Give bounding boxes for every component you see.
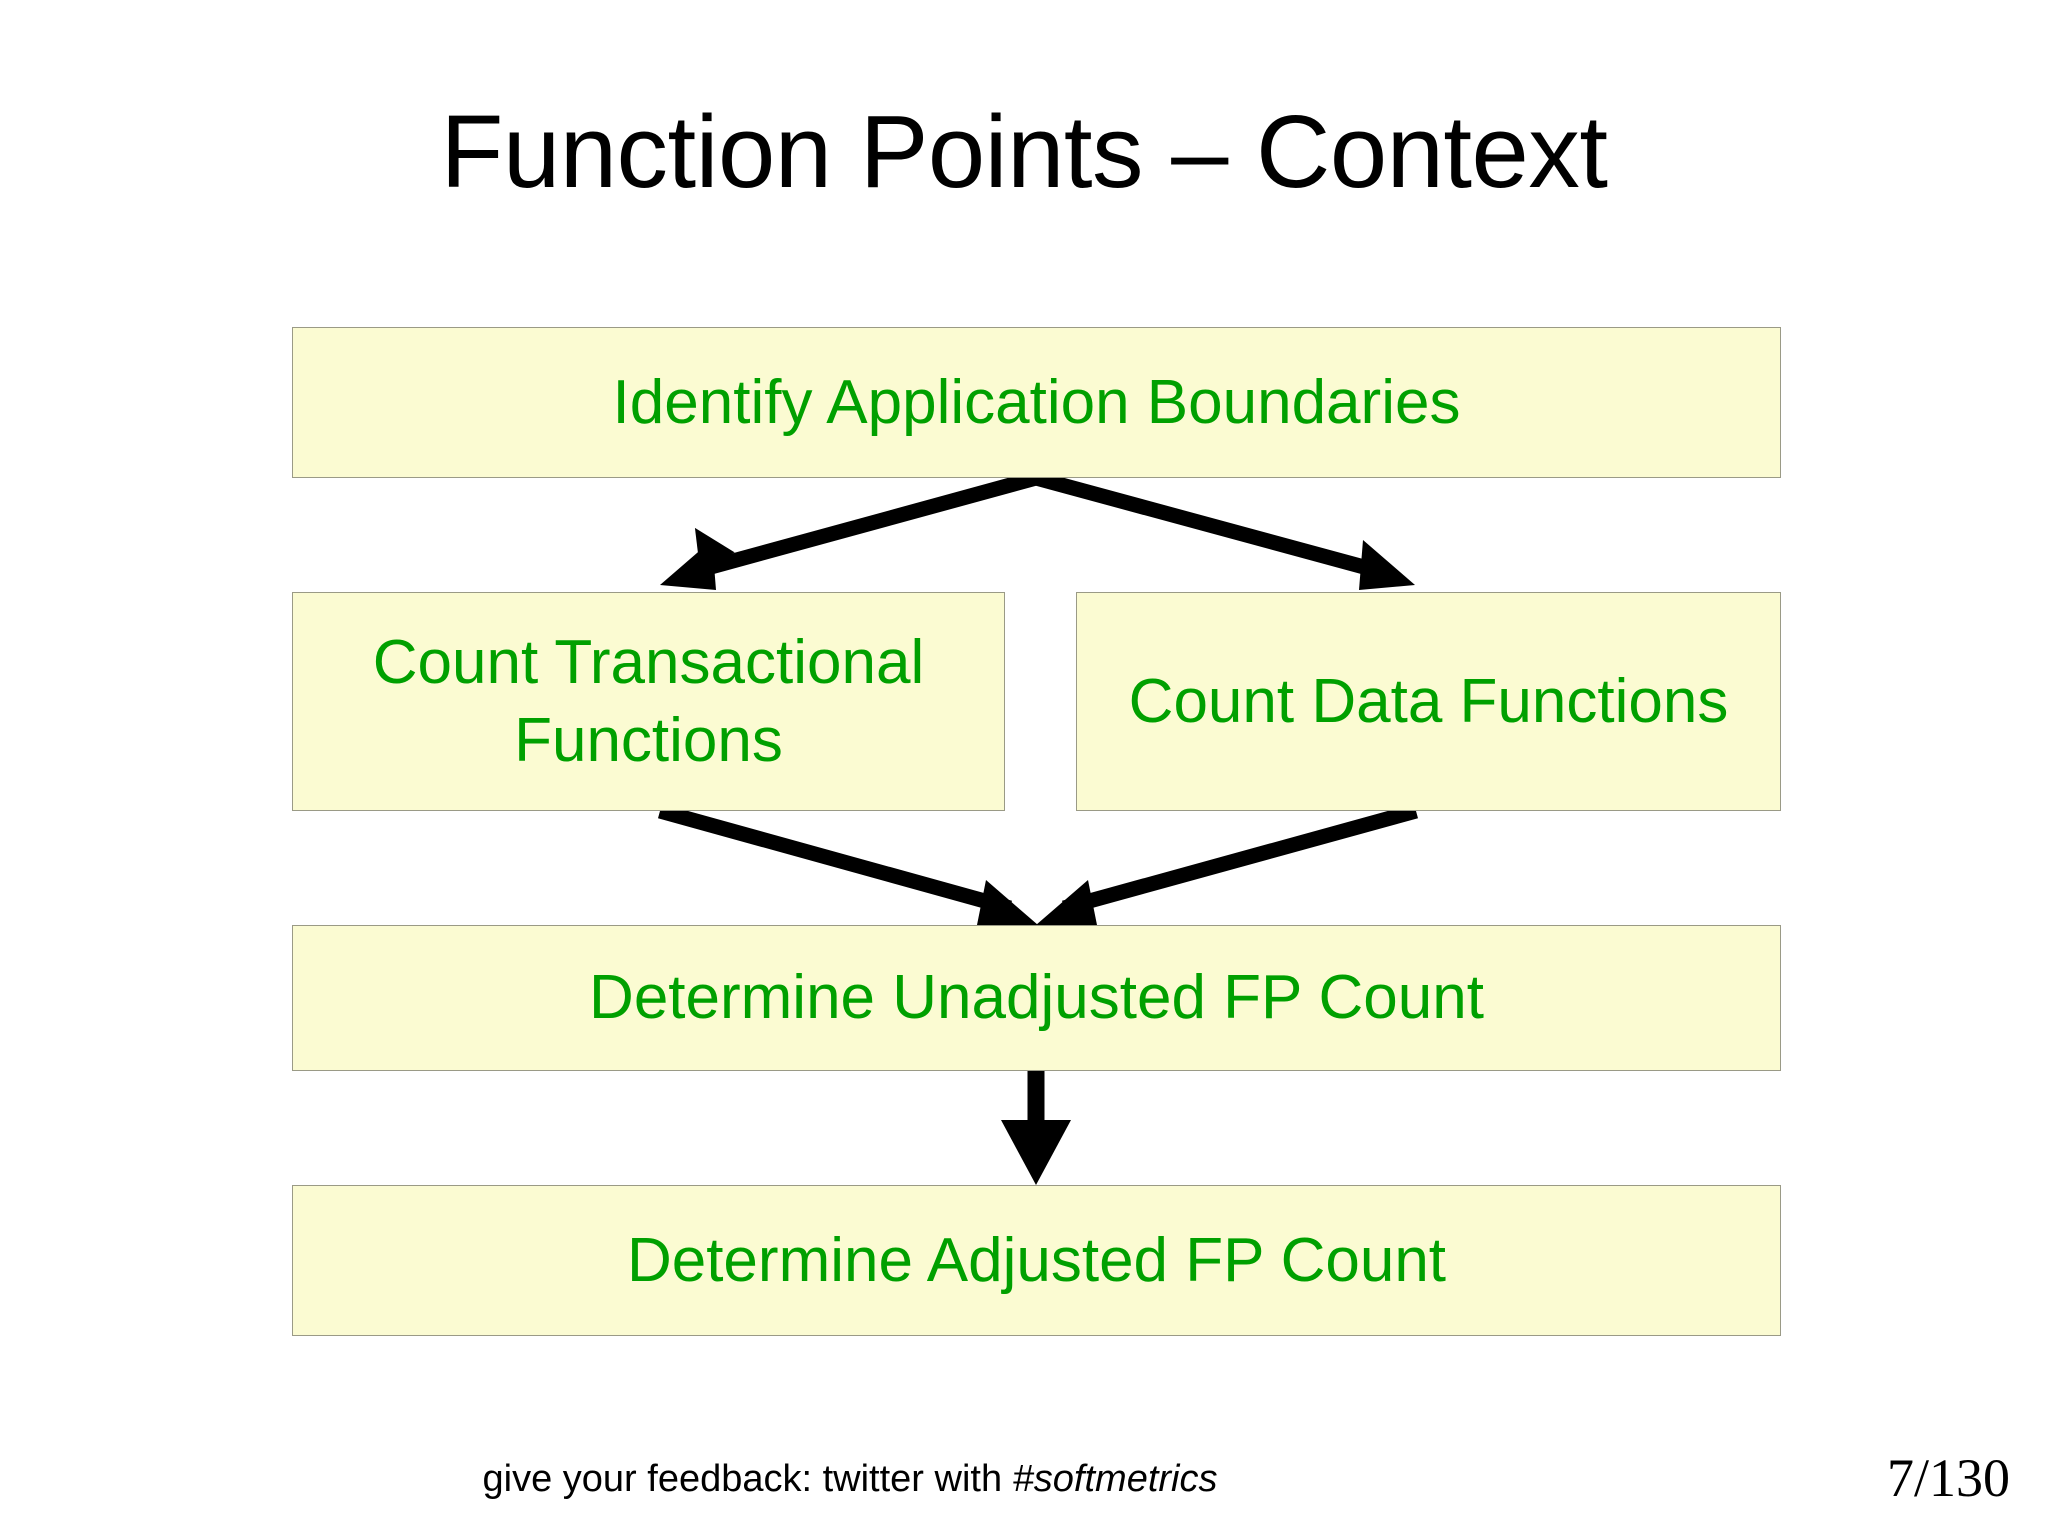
arrow-transactional-to-unadjusted [657,803,1038,930]
flow-box-label: Count Transactional Functions [372,627,925,775]
flow-box-label: Determine Unadjusted FP Count [589,963,1484,1032]
flow-box-count-transactional[interactable]: Count Transactional Functions [292,592,1005,811]
flow-box-unadjusted-fp[interactable]: Determine Unadjusted FP Count [292,925,1781,1071]
page-title: Function Points – Context [440,94,1608,209]
page-number: 7/130 [1886,1448,2010,1508]
flow-box-label: Determine Adjusted FP Count [626,1225,1447,1295]
flow-box-label: Identify Application Boundaries [612,367,1461,437]
footer-feedback-prefix: give your feedback: twitter with [482,1458,1013,1500]
arrow-data-to-unadjusted [1036,803,1418,930]
arrow-identify-to-data [1034,470,1415,590]
flow-box-adjusted-fp[interactable]: Determine Adjusted FP Count [292,1185,1781,1336]
footer-feedback-hashtag: #softmetrics [1012,1458,1218,1500]
arrow-unadjusted-to-adjusted [1001,1071,1071,1185]
flow-box-label: Count Data Functions [1128,666,1729,736]
flow-box-identify-boundaries[interactable]: Identify Application Boundaries [292,327,1781,478]
flow-box-count-data[interactable]: Count Data Functions [1076,592,1781,811]
footer-feedback: give your feedback: twitter with #softme… [0,1456,1700,1502]
arrow-identify-to-transactional [660,470,1038,590]
